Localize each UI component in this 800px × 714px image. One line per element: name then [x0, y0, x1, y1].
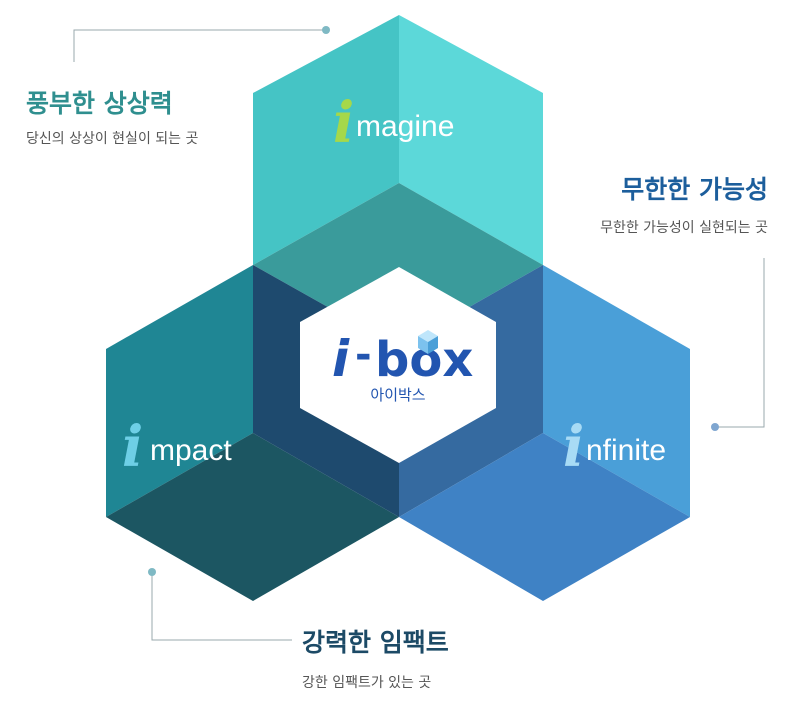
imagine-callout-subtitle: 당신의 상상이 현실이 되는 곳	[26, 131, 198, 147]
logo-i: i	[332, 330, 350, 388]
infinite-connector	[711, 258, 765, 431]
infinite-bottom-face	[399, 433, 690, 601]
infinite-letter: i	[563, 414, 584, 480]
impact-connector	[148, 568, 292, 641]
impact-callout: 강력한 임팩트 강한 임팩트가 있는 곳	[302, 628, 449, 691]
infinite-word: nfinite	[586, 434, 666, 467]
imagine-connector-dot	[322, 26, 330, 34]
infinite-callout-subtitle: 무한한 가능성이 실현되는 곳	[600, 220, 768, 236]
imagine-word: magine	[356, 110, 454, 143]
box-cube-icon	[418, 330, 438, 354]
imagine-callout: 풍부한 상상력 당신의 상상이 현실이 되는 곳	[26, 89, 198, 147]
imagine-right-face	[399, 15, 543, 265]
infinite-callout: 무한한 가능성 무한한 가능성이 실현되는 곳	[600, 175, 768, 236]
impact-callout-subtitle: 강한 임팩트가 있는 곳	[302, 675, 431, 691]
impact-connector-dot	[148, 568, 156, 576]
imagine-connector	[73, 26, 330, 62]
imagine-bottom-face	[253, 183, 543, 347]
impact-letter: i	[122, 414, 143, 480]
imagine-label: i magine	[333, 90, 454, 156]
ibox-logo: i - box 아이박스	[332, 330, 473, 404]
center-hexagon	[300, 267, 496, 463]
impact-callout-title: 강력한 임팩트	[302, 628, 449, 657]
imagine-letter: i	[333, 90, 354, 156]
imagine-callout-title: 풍부한 상상력	[26, 89, 173, 118]
impact-bottom-face	[106, 433, 399, 601]
impact-word: mpact	[150, 434, 232, 467]
impact-label: i mpact	[122, 414, 232, 480]
infinite-label: i nfinite	[563, 414, 666, 480]
logo-korean: 아이박스	[370, 386, 425, 404]
infinite-callout-title: 무한한 가능성	[621, 175, 768, 204]
imagine-cube	[253, 15, 543, 347]
logo-dash: -	[355, 332, 372, 378]
infinite-connector-dot	[711, 423, 719, 431]
imagine-left-face	[253, 15, 399, 265]
